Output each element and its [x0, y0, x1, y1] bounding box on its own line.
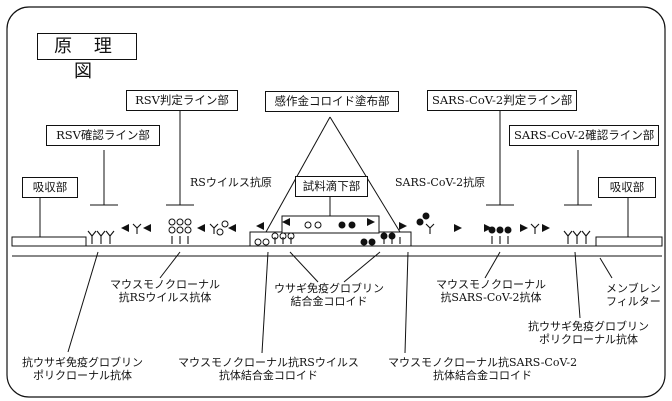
gold-colloid-icon — [168, 212, 512, 246]
conjugate-pad-label: 感作金コロイド塗布部 — [265, 91, 399, 112]
absorber-label-right: 吸収部 — [598, 177, 656, 198]
sample-drop-label: 試料滴下部 — [295, 176, 368, 197]
mouse-anti-rs-label: マウスモノクローナル 抗RSウイルス抗体 — [110, 278, 220, 304]
test-strip — [11, 215, 663, 257]
absorber-pad-left — [11, 236, 87, 247]
sars-gold-colloid-label: マウスモノクローナル抗SARS-CoV-2 抗体結合金コロイド — [388, 356, 578, 382]
sample-pad — [281, 215, 380, 234]
membrane-filter-label: メンブレン フィルター — [606, 282, 661, 308]
sars-confirm-label: SARS-CoV-2確認ライン部 — [509, 125, 659, 146]
absorber-pad-right — [595, 236, 663, 247]
anti-rabbit-left-label: 抗ウサギ免疫グロブリン ポリクローナル抗体 — [22, 356, 143, 382]
diagram-frame — [6, 6, 666, 398]
rsv-judge-label: RSV判定ライン部 — [126, 90, 238, 111]
rs-antigen-label: RSウイルス抗原 — [190, 176, 272, 189]
diagram-title: 原 理 図 — [37, 33, 137, 82]
rsv-confirm-label: RSV確認ライン部 — [46, 125, 160, 146]
antibody-icon — [87, 223, 591, 244]
rabbit-gold-label: ウサギ免疫グロブリン 結合金コロイド — [274, 282, 384, 308]
sars-judge-label: SARS-CoV-2判定ライン部 — [427, 90, 577, 111]
flow-arrow-icon — [121, 218, 550, 232]
absorber-label-left: 吸収部 — [22, 177, 78, 198]
sars-antigen-label: SARS-CoV-2抗原 — [395, 176, 486, 189]
rs-gold-colloid-label: マウスモノクローナル抗RSウイルス 抗体結合金コロイド — [178, 356, 359, 382]
anti-rabbit-right-label: 抗ウサギ免疫グロブリン ポリクローナル抗体 — [528, 320, 649, 346]
leader-lines — [39, 110, 629, 354]
mouse-anti-sars-label: マウスモノクローナル 抗SARS-CoV-2抗体 — [436, 278, 546, 304]
